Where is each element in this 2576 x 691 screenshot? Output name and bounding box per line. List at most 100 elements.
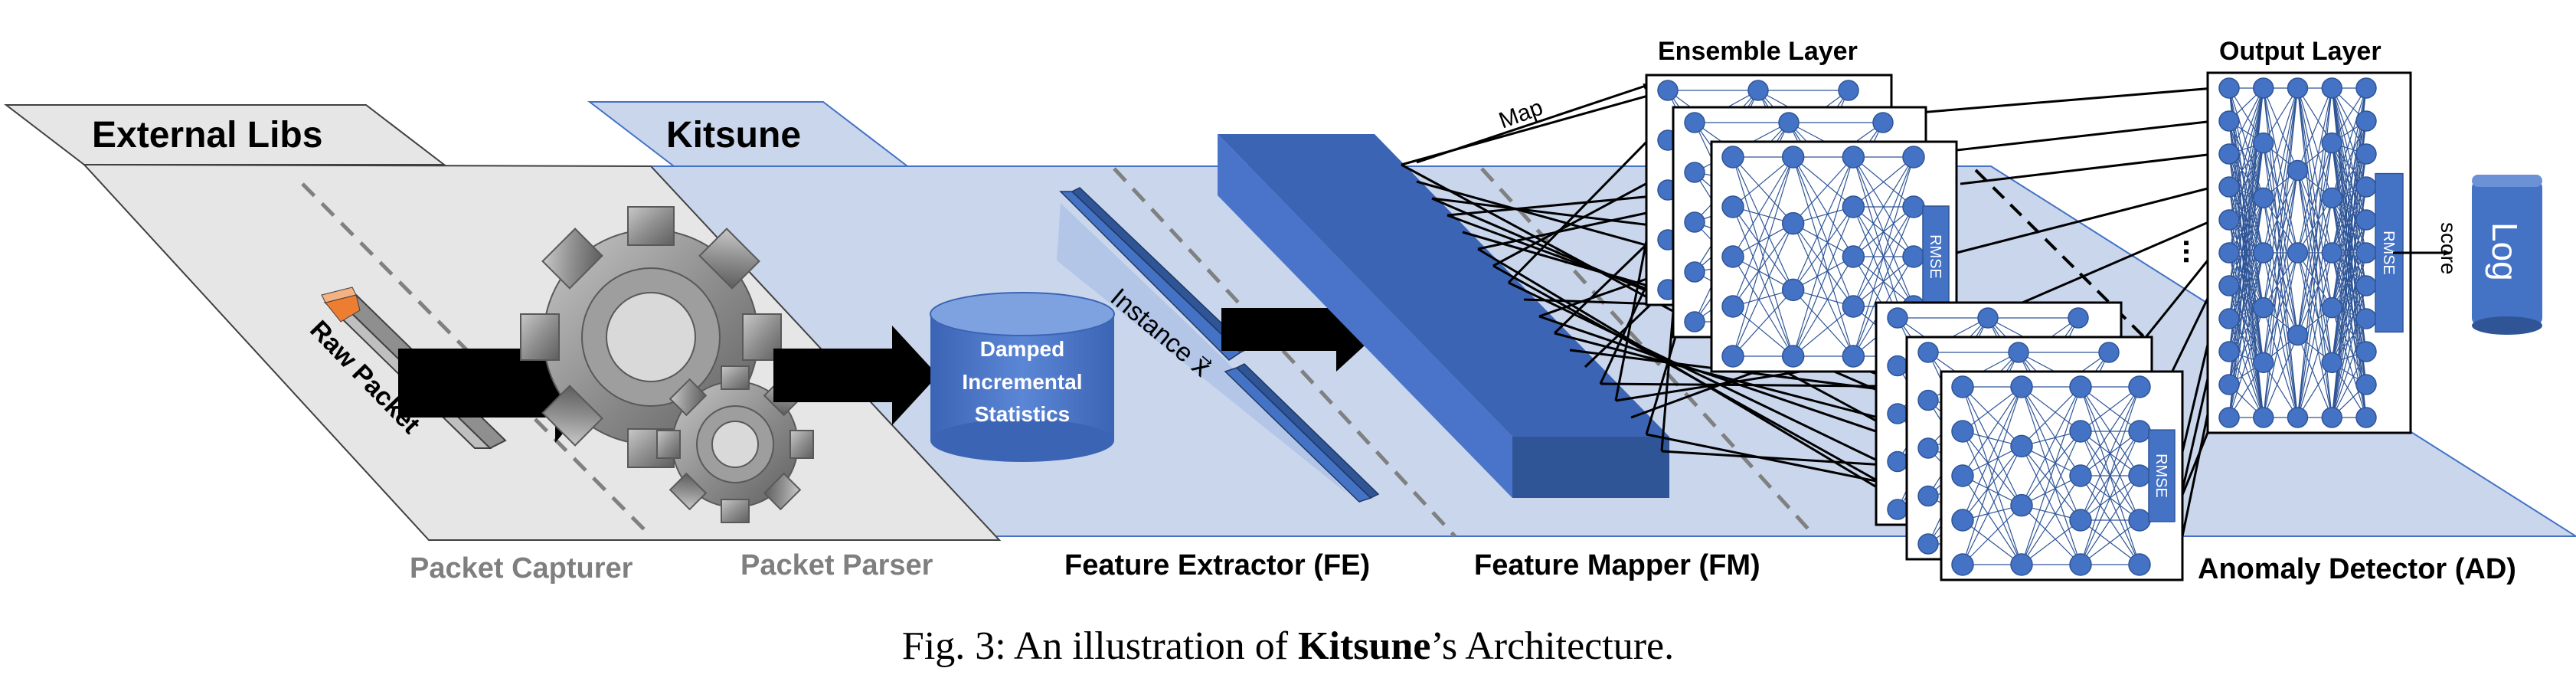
neuron xyxy=(1951,420,1974,443)
rmse-box xyxy=(2148,429,2176,522)
neuron xyxy=(2355,308,2377,329)
neuron xyxy=(2069,553,2092,576)
neuron xyxy=(1872,112,1894,133)
neuron xyxy=(2218,407,2240,428)
rmse-label: RMSE xyxy=(1927,234,1943,279)
neuron xyxy=(2355,242,2377,264)
map-arrow xyxy=(1553,228,1663,335)
neuron xyxy=(2098,342,2120,363)
neuron xyxy=(2253,352,2274,374)
neuron xyxy=(2218,341,2240,362)
neuron xyxy=(2128,375,2151,398)
neuron xyxy=(2253,296,2274,319)
neuron xyxy=(1842,245,1865,268)
neuron xyxy=(1887,499,1908,520)
map-arrow xyxy=(1554,332,1923,431)
neuron xyxy=(2069,375,2092,398)
neuron xyxy=(2068,307,2089,329)
neuron xyxy=(2321,132,2342,154)
neuron xyxy=(1842,345,1865,368)
neuron xyxy=(1838,80,1859,101)
caption-bold: Kitsune xyxy=(1298,624,1430,668)
neuron xyxy=(1778,112,1800,133)
external-libs-tab xyxy=(4,104,446,165)
kitsune-title: Kitsune xyxy=(666,115,801,156)
neuron xyxy=(1842,295,1865,318)
neuron xyxy=(2008,342,2029,363)
neuron xyxy=(2218,209,2240,231)
neuron xyxy=(2253,242,2274,264)
neuron xyxy=(1917,533,1939,555)
ensemble-to-output-arrow xyxy=(1960,152,2215,185)
neuron xyxy=(1842,195,1865,218)
neuron xyxy=(1951,553,1974,576)
neuron xyxy=(1917,342,1939,363)
arrow-parser-to-fe xyxy=(773,326,938,425)
feature-extractor-label: Feature Extractor (FE) xyxy=(1064,549,1370,581)
neuron xyxy=(2218,242,2240,264)
caption-prefix: Fig. 3: An illustration of xyxy=(902,624,1298,668)
figure-caption: Fig. 3: An illustration of Kitsune’s Arc… xyxy=(902,624,1674,668)
neuron xyxy=(1902,146,1925,169)
neuron xyxy=(1657,80,1679,101)
neuron xyxy=(2321,77,2342,99)
output-layer-autoencoder: RMSE xyxy=(2206,71,2412,434)
neuron xyxy=(2355,209,2377,231)
neuron xyxy=(2218,110,2240,132)
neuron xyxy=(1721,345,1744,368)
large-gear-icon xyxy=(520,206,782,468)
neuron xyxy=(2218,308,2240,329)
neuron xyxy=(2218,176,2240,198)
instance-vector xyxy=(1059,187,1380,503)
neuron xyxy=(1842,146,1865,169)
neuron xyxy=(2218,275,2240,296)
neuron xyxy=(1721,295,1744,318)
neuron xyxy=(1887,403,1908,424)
log-scroll-icon xyxy=(2472,175,2542,335)
anomaly-detector-label: Anomaly Detector (AD) xyxy=(2198,553,2516,585)
neuron xyxy=(2069,509,2092,532)
neuron xyxy=(1977,307,1999,329)
neuron xyxy=(1887,307,1908,329)
neuron xyxy=(2355,77,2377,99)
neuron xyxy=(1951,509,1974,532)
neuron xyxy=(2355,110,2377,132)
neuron xyxy=(2355,407,2377,428)
neuron xyxy=(1684,162,1705,183)
neuron xyxy=(2355,341,2377,362)
neuron xyxy=(2321,242,2342,264)
feature-mapper-label: Feature Mapper (FM) xyxy=(1474,549,1760,581)
score-label: score xyxy=(2437,222,2460,274)
neuron xyxy=(1781,278,1805,302)
neuron xyxy=(1721,245,1744,268)
neuron xyxy=(2253,132,2274,154)
neuron xyxy=(2218,143,2240,165)
neuron xyxy=(2218,77,2240,99)
neuron xyxy=(1781,146,1805,169)
map-arrow xyxy=(1447,192,1662,217)
neuron xyxy=(1721,146,1744,169)
neuron xyxy=(2355,374,2377,395)
output-layer-title: Output Layer xyxy=(2219,37,2381,66)
neuron xyxy=(1684,211,1705,233)
neuron xyxy=(2010,375,2033,398)
output-ae-box: RMSE xyxy=(2206,71,2412,434)
neuron xyxy=(2128,509,2151,532)
neuron xyxy=(2069,420,2092,443)
neuron xyxy=(2069,464,2092,487)
neuron xyxy=(1887,450,1908,473)
feature-mapper-bar xyxy=(1218,134,1669,498)
ensemble-ellipsis: ... xyxy=(2162,239,2195,264)
neuron xyxy=(2128,553,2151,576)
damped-label: Damped xyxy=(980,337,1064,361)
neuron xyxy=(2128,420,2151,443)
neuron xyxy=(2355,143,2377,165)
neuron xyxy=(2253,407,2274,428)
neuron xyxy=(1721,195,1744,218)
rmse-label: RMSE xyxy=(2380,231,2397,275)
damped-statistics-cylinder xyxy=(930,292,1115,462)
neuron xyxy=(1781,345,1805,368)
map-arrow xyxy=(1507,125,1663,284)
